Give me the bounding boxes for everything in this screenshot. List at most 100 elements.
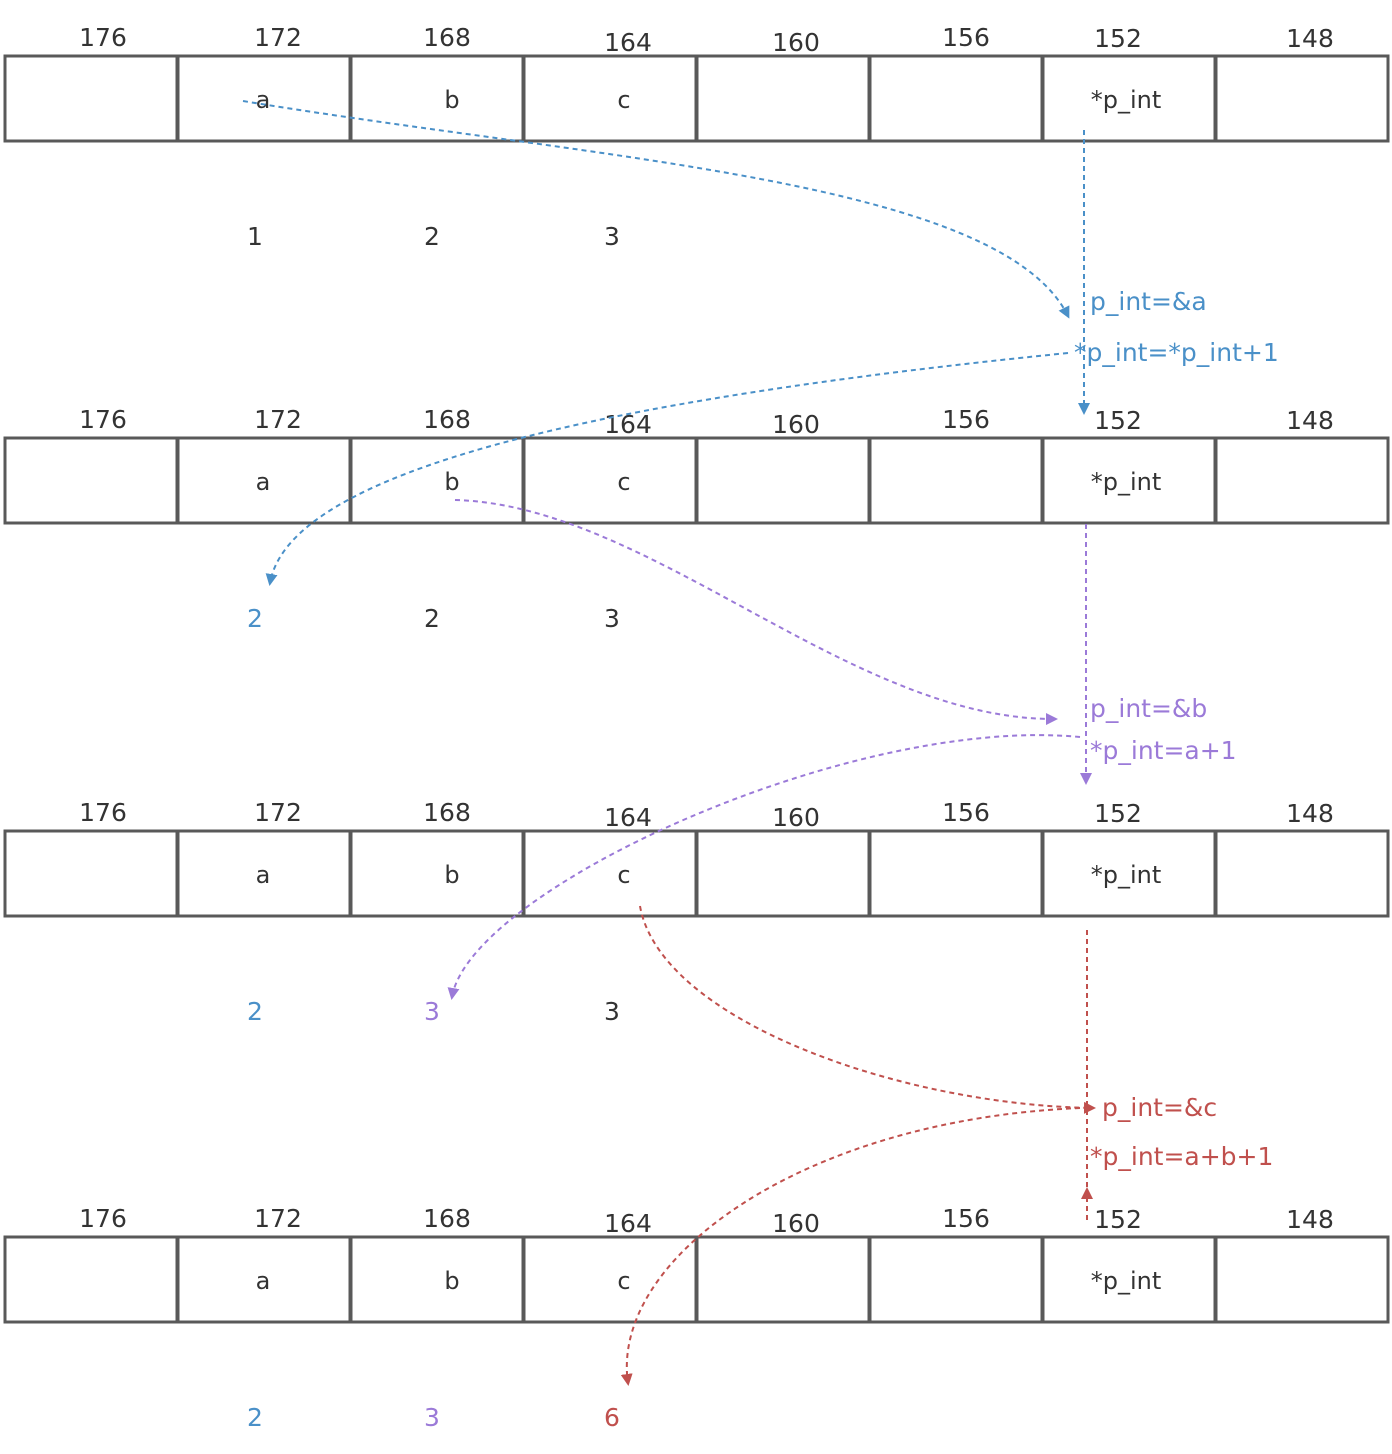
address-label: 168 bbox=[423, 798, 471, 827]
cell-label-a: a bbox=[256, 468, 271, 496]
variable-value: 2 bbox=[424, 604, 440, 633]
variable-value: 3 bbox=[424, 1403, 440, 1432]
address-label: 156 bbox=[942, 798, 990, 827]
memory-cell bbox=[3, 54, 179, 143]
address-label: 176 bbox=[79, 405, 127, 434]
memory-cell bbox=[349, 1235, 525, 1324]
arrow-deref-to-value-c bbox=[620, 1107, 1081, 1386]
memory-cell bbox=[3, 1235, 179, 1324]
variable-value: 3 bbox=[424, 997, 440, 1026]
cell-label-c: c bbox=[617, 468, 630, 496]
memory-cell bbox=[868, 829, 1044, 918]
memory-cell bbox=[1214, 1235, 1390, 1324]
variable-value: 3 bbox=[604, 604, 620, 633]
address-label: 164 bbox=[604, 1209, 652, 1238]
step-2-assign-text: p_int=&b bbox=[1090, 694, 1207, 723]
cell-label-b: b bbox=[444, 86, 459, 114]
memory-cell bbox=[695, 54, 871, 143]
memory-cell bbox=[1214, 829, 1390, 918]
cell-label-a: a bbox=[256, 861, 271, 889]
address-label: 148 bbox=[1286, 406, 1334, 435]
step-1-connectors: p_int=&a *p_int=*p_int+1 bbox=[242, 100, 1279, 586]
address-label: 152 bbox=[1094, 799, 1142, 828]
memory-cell bbox=[349, 436, 525, 525]
address-label: 148 bbox=[1286, 799, 1334, 828]
variable-value: 1 bbox=[247, 222, 263, 251]
cell-label-c: c bbox=[617, 1267, 630, 1295]
address-label: 160 bbox=[772, 410, 820, 439]
address-label: 152 bbox=[1094, 1205, 1142, 1234]
memory-cell bbox=[1041, 54, 1217, 143]
memory-cell bbox=[3, 436, 179, 525]
memory-cell bbox=[3, 829, 179, 918]
memory-cell bbox=[349, 54, 525, 143]
memory-cell bbox=[176, 829, 352, 918]
memory-cell bbox=[176, 54, 352, 143]
memory-cell bbox=[522, 436, 698, 525]
arrow-a-to-pointer bbox=[242, 100, 1070, 319]
address-label: 148 bbox=[1286, 1205, 1334, 1234]
arrow-c-to-pointer bbox=[639, 905, 1096, 1114]
address-label: 156 bbox=[942, 23, 990, 52]
variable-value: 2 bbox=[247, 997, 263, 1026]
address-label: 152 bbox=[1094, 406, 1142, 435]
variable-value: 6 bbox=[604, 1403, 620, 1432]
address-label: 176 bbox=[79, 1204, 127, 1233]
step-3-deref-text: *p_int=a+b+1 bbox=[1090, 1142, 1273, 1171]
address-label: 172 bbox=[254, 23, 302, 52]
memory-cell bbox=[868, 54, 1044, 143]
arrow-deref-to-value-a bbox=[265, 352, 1069, 586]
address-label: 156 bbox=[942, 1204, 990, 1233]
variable-value: 2 bbox=[424, 222, 440, 251]
step-3-connectors: p_int=&c *p_int=a+b+1 bbox=[620, 905, 1273, 1386]
step-3-assign-text: p_int=&c bbox=[1102, 1093, 1217, 1122]
step-1-assign-text: p_int=&a bbox=[1090, 287, 1207, 316]
step-2-connectors: p_int=&b *p_int=a+1 bbox=[447, 499, 1237, 1000]
cell-label-b: b bbox=[444, 1267, 459, 1295]
address-label: 160 bbox=[772, 1209, 820, 1238]
memory-cell bbox=[176, 436, 352, 525]
address-label: 156 bbox=[942, 405, 990, 434]
address-label: 152 bbox=[1094, 24, 1142, 53]
address-label: 168 bbox=[423, 405, 471, 434]
memory-cell bbox=[868, 1235, 1044, 1324]
variable-value: 3 bbox=[604, 222, 620, 251]
memory-cell bbox=[1214, 436, 1390, 525]
address-label: 160 bbox=[772, 28, 820, 57]
cell-label-p_int: *p_int bbox=[1091, 86, 1162, 114]
arrow-b-to-pointer bbox=[454, 499, 1058, 726]
memory-cell bbox=[349, 829, 525, 918]
address-label: 160 bbox=[772, 803, 820, 832]
arrow-deref-to-value-b bbox=[447, 734, 1081, 1000]
memory-cell bbox=[522, 54, 698, 143]
variable-value: 3 bbox=[604, 997, 620, 1026]
cell-label-a: a bbox=[256, 1267, 271, 1295]
memory-cell bbox=[1214, 54, 1390, 143]
address-label: 164 bbox=[604, 803, 652, 832]
memory-cell bbox=[522, 829, 698, 918]
cell-label-p_int: *p_int bbox=[1091, 468, 1162, 496]
step-1-deref-text: *p_int=*p_int+1 bbox=[1074, 338, 1279, 367]
address-label: 168 bbox=[423, 23, 471, 52]
address-label: 172 bbox=[254, 798, 302, 827]
memory-cell bbox=[868, 436, 1044, 525]
memory-cell bbox=[522, 1235, 698, 1324]
address-label: 164 bbox=[604, 28, 652, 57]
memory-cell bbox=[1041, 829, 1217, 918]
address-label: 168 bbox=[423, 1204, 471, 1233]
address-label: 172 bbox=[254, 1204, 302, 1233]
memory-cell bbox=[695, 1235, 871, 1324]
address-label: 176 bbox=[79, 798, 127, 827]
cell-label-c: c bbox=[617, 861, 630, 889]
memory-cell bbox=[1041, 1235, 1217, 1324]
step-2-deref-text: *p_int=a+1 bbox=[1090, 736, 1237, 765]
memory-cell bbox=[1041, 436, 1217, 525]
cell-label-p_int: *p_int bbox=[1091, 861, 1162, 889]
cell-label-p_int: *p_int bbox=[1091, 1267, 1162, 1295]
cell-label-b: b bbox=[444, 468, 459, 496]
address-label: 148 bbox=[1286, 24, 1334, 53]
